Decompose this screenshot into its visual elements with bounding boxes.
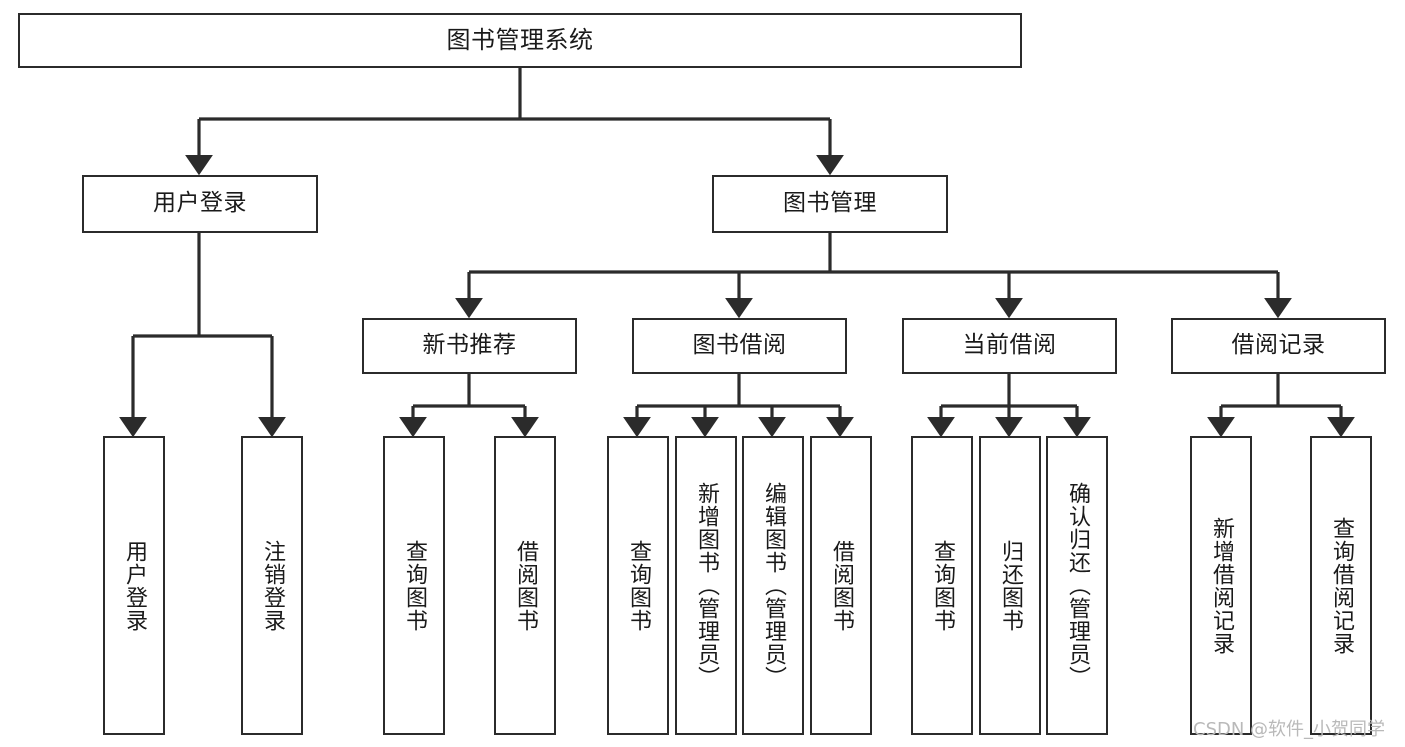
node-leaf-logout[interactable]: 注销登录: [241, 436, 303, 735]
node-leaf-borrow-book-1-label: 借阅图书: [512, 539, 538, 632]
node-leaf-edit-book-label: 编辑图书（管理员）: [760, 482, 786, 689]
node-book-borrow[interactable]: 图书借阅: [632, 318, 847, 374]
node-current-borrow[interactable]: 当前借阅: [902, 318, 1117, 374]
node-leaf-user-login[interactable]: 用户登录: [103, 436, 165, 735]
node-root-label: 图书管理系统: [446, 26, 594, 55]
node-leaf-user-login-label: 用户登录: [121, 539, 147, 632]
node-book-manage-label: 图书管理: [783, 190, 877, 217]
node-leaf-query-book-1-label: 查询图书: [401, 539, 427, 632]
node-book-manage[interactable]: 图书管理: [712, 175, 948, 233]
node-leaf-query-book-3[interactable]: 查询图书: [911, 436, 973, 735]
node-leaf-borrow-book-1[interactable]: 借阅图书: [494, 436, 556, 735]
node-leaf-borrow-book-2-label: 借阅图书: [828, 539, 854, 632]
watermark: CSDN @软件_小贺同学: [1193, 719, 1386, 740]
node-leaf-add-book[interactable]: 新增图书（管理员）: [675, 436, 737, 735]
node-borrow-record-label: 借阅记录: [1231, 332, 1326, 359]
node-leaf-query-book-2[interactable]: 查询图书: [607, 436, 669, 735]
node-leaf-query-record-label: 查询借阅记录: [1328, 516, 1354, 655]
node-borrow-record[interactable]: 借阅记录: [1171, 318, 1386, 374]
node-leaf-edit-book[interactable]: 编辑图书（管理员）: [742, 436, 804, 735]
node-root[interactable]: 图书管理系统: [18, 13, 1022, 68]
node-leaf-query-book-2-label: 查询图书: [625, 539, 651, 632]
node-current-borrow-label: 当前借阅: [962, 332, 1057, 359]
node-leaf-confirm-return[interactable]: 确认归还（管理员）: [1046, 436, 1108, 735]
node-leaf-borrow-book-2[interactable]: 借阅图书: [810, 436, 872, 735]
node-leaf-return-book[interactable]: 归还图书: [979, 436, 1041, 735]
node-leaf-query-record[interactable]: 查询借阅记录: [1310, 436, 1372, 735]
node-leaf-query-book-1[interactable]: 查询图书: [383, 436, 445, 735]
node-book-borrow-label: 图书借阅: [692, 332, 787, 359]
node-user-login[interactable]: 用户登录: [82, 175, 318, 233]
node-leaf-return-book-label: 归还图书: [997, 539, 1023, 632]
node-new-book-rec-label: 新书推荐: [422, 332, 517, 359]
node-leaf-add-record[interactable]: 新增借阅记录: [1190, 436, 1252, 735]
node-new-book-rec[interactable]: 新书推荐: [362, 318, 577, 374]
node-leaf-add-book-label: 新增图书（管理员）: [693, 482, 719, 689]
node-leaf-query-book-3-label: 查询图书: [929, 539, 955, 632]
node-leaf-confirm-return-label: 确认归还（管理员）: [1064, 482, 1090, 689]
node-leaf-logout-label: 注销登录: [259, 539, 285, 632]
node-user-login-label: 用户登录: [153, 190, 247, 217]
node-leaf-add-record-label: 新增借阅记录: [1208, 516, 1234, 655]
